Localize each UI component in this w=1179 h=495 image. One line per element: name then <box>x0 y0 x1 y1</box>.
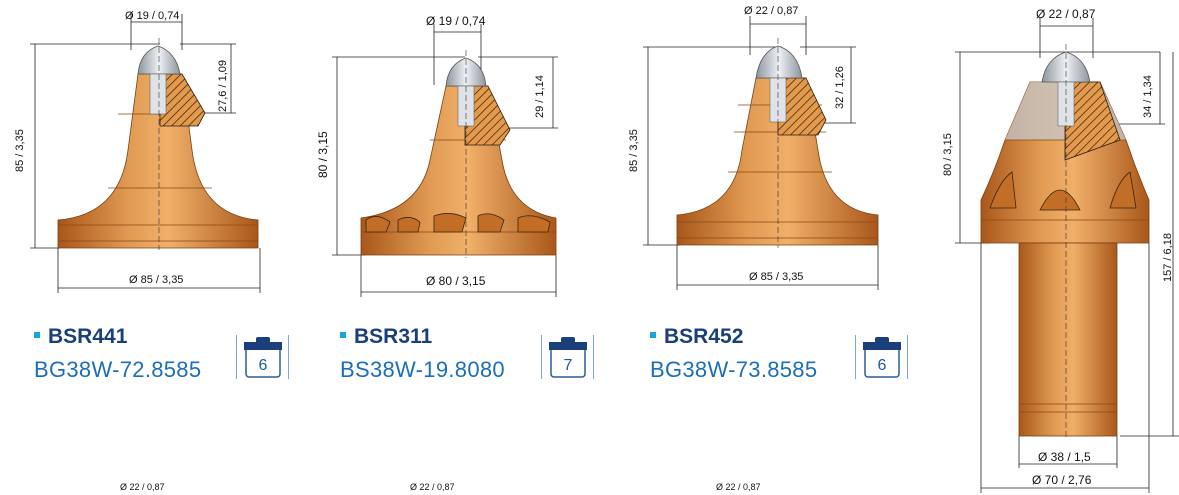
dim-tip-bsr311: Ø 19 / 0,74 <box>426 14 486 28</box>
pack-qty-bsr311: 7 <box>563 357 573 374</box>
dim-base-shank: Ø 70 / 2,76 <box>1032 473 1092 487</box>
dim-tip-bsr452: Ø 22 / 0,87 <box>744 5 799 17</box>
dim-head-shank: 80 / 3,15 <box>942 133 954 176</box>
box-package-icon <box>541 335 594 379</box>
box-package-icon <box>855 335 908 379</box>
tool-drawing-bsr441 <box>30 14 261 293</box>
tool-drawing-shank <box>955 18 1179 493</box>
bullet-square-icon <box>340 332 346 339</box>
dim-height-bsr441: 85 / 3,35 <box>14 129 26 172</box>
product-name-bsr311: BSR311 <box>340 325 432 349</box>
dim-height-bsr311: 80 / 3,15 <box>316 131 330 178</box>
product-code-bsr452: BG38W-73.8585 <box>650 357 818 382</box>
pack-qty-bsr452: 6 <box>877 357 887 374</box>
product-name-bsr452: BSR452 <box>650 325 743 349</box>
footer-dim-1: Ø 22 / 0,87 <box>120 482 165 492</box>
dim-shank-diameter: Ø 38 / 1,5 <box>1038 450 1091 464</box>
dim-insert-bsr452: 32 / 1,26 <box>834 66 846 109</box>
bullet-square-icon <box>34 332 40 339</box>
product-code-bsr311: BS38W-19.8080 <box>340 357 505 382</box>
dim-insert-shank: 34 / 1,34 <box>1142 75 1154 118</box>
product-name-bsr441: BSR441 <box>34 325 127 349</box>
box-package-icon <box>236 335 289 379</box>
product-code-bsr441: BG38W-72.8585 <box>34 357 202 382</box>
dim-base-bsr441: Ø 85 / 3,35 <box>129 274 184 286</box>
tool-drawing-bsr311 <box>332 24 558 297</box>
dim-base-bsr452: Ø 85 / 3,35 <box>749 271 804 283</box>
dim-total-shank: 157 / 6,18 <box>1162 233 1174 282</box>
bullet-square-icon <box>650 332 656 339</box>
dim-tip-shank: Ø 22 / 0,87 <box>1036 7 1096 21</box>
footer-dim-3: Ø 22 / 0,87 <box>716 482 761 492</box>
tool-drawing-bsr452 <box>643 16 879 290</box>
dim-insert-bsr311: 29 / 1,14 <box>534 75 546 118</box>
dim-height-bsr452: 85 / 3,35 <box>628 129 640 172</box>
dim-insert-bsr441: 27,6 / 1,09 <box>217 60 229 112</box>
dim-tip-bsr441: Ø 19 / 0,74 <box>125 10 180 22</box>
footer-dim-2: Ø 22 / 0,87 <box>410 482 455 492</box>
pack-qty-bsr441: 6 <box>258 357 268 374</box>
dim-base-bsr311: Ø 80 / 3,15 <box>426 274 486 288</box>
